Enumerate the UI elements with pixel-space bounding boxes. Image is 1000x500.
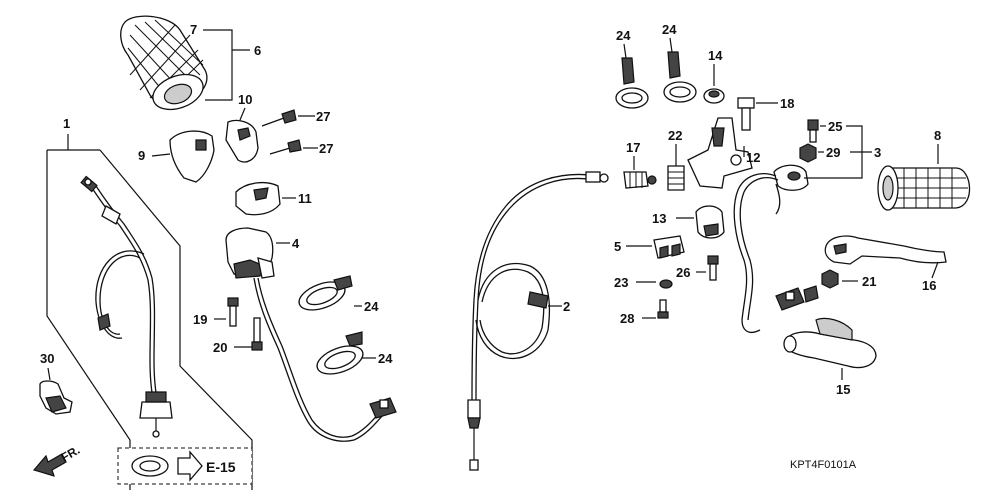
front-direction-arrow: FR. — [32, 443, 82, 477]
band-clamp-24a[interactable] — [295, 275, 353, 315]
callout-30: 30 — [40, 351, 54, 366]
throttle-cable[interactable] — [80, 175, 173, 438]
callout-1: 1 — [63, 116, 70, 131]
callout-9: 9 — [138, 148, 145, 163]
callout-12: 12 — [746, 150, 760, 165]
callout-24d: 24 — [662, 22, 677, 37]
left-handlebar-grip[interactable] — [877, 165, 971, 211]
clutch-switch-5[interactable] — [653, 235, 685, 259]
callout-10: 10 — [238, 92, 252, 107]
callout-27a: 27 — [316, 109, 330, 124]
group-line-1 — [46, 150, 131, 490]
callout-19: 19 — [193, 312, 207, 327]
callout-6: 6 — [254, 43, 261, 58]
clutch-lever-16[interactable] — [824, 235, 947, 265]
cable-clamp-30[interactable] — [39, 380, 73, 415]
callout-25: 25 — [828, 119, 842, 134]
callout-26: 26 — [676, 265, 690, 280]
throttle-housing-upper[interactable] — [225, 119, 259, 163]
callout-4: 4 — [292, 236, 300, 251]
callout-8: 8 — [934, 128, 941, 143]
callout-23: 23 — [614, 275, 628, 290]
locknut-22[interactable] — [667, 165, 685, 191]
callout-24a: 24 — [364, 299, 379, 314]
switch-connector[interactable] — [369, 397, 397, 419]
bolt-20[interactable] — [251, 317, 263, 351]
callout-7: 7 — [190, 22, 197, 37]
callout-13: 13 — [652, 211, 666, 226]
band-clamp-24c[interactable] — [615, 57, 649, 109]
diagram-reference-code: KPT4F0101A — [790, 459, 857, 471]
callout-20: 20 — [213, 340, 227, 355]
callout-24c: 24 — [616, 28, 631, 43]
callout-29: 29 — [826, 145, 840, 160]
callout-18: 18 — [780, 96, 794, 111]
nut-29[interactable] — [799, 143, 817, 163]
nut-21[interactable] — [821, 269, 839, 289]
callout-3: 3 — [874, 145, 881, 160]
band-clamp-24b[interactable] — [313, 331, 366, 379]
callout-bracket-6 — [203, 29, 233, 101]
lever-holder-13[interactable] — [695, 205, 725, 239]
clutch-lever-bracket[interactable] — [687, 117, 753, 189]
callout-22: 22 — [668, 128, 682, 143]
bolt-26[interactable] — [707, 255, 719, 281]
throttle-housing-lower[interactable] — [169, 130, 215, 183]
band-clamp-24d[interactable] — [663, 51, 697, 103]
callout-15: 15 — [836, 382, 850, 397]
throttle-cover[interactable] — [235, 181, 281, 216]
screw-25[interactable] — [807, 119, 819, 143]
callout-5: 5 — [614, 239, 621, 254]
screw-27b[interactable] — [269, 139, 302, 155]
cap-14[interactable] — [703, 88, 725, 104]
callout-14: 14 — [708, 48, 723, 63]
throttle-grip[interactable] — [120, 15, 208, 116]
callout-28: 28 — [620, 311, 634, 326]
nut-23[interactable] — [659, 279, 673, 289]
ref-page-label: E-15 — [206, 459, 236, 475]
callout-11: 11 — [298, 191, 312, 206]
clutch-cable[interactable] — [467, 171, 609, 471]
adjuster-17[interactable] — [623, 171, 657, 189]
switch-connector-3[interactable] — [775, 285, 819, 311]
bolt-19[interactable] — [227, 297, 239, 327]
callout-27b: 27 — [319, 141, 333, 156]
callout-24b: 24 — [378, 351, 393, 366]
callout-21: 21 — [862, 274, 876, 289]
callout-2: 2 — [563, 299, 570, 314]
lever-cover-15[interactable] — [783, 317, 877, 369]
group-line-1b — [99, 149, 253, 490]
screw-27a[interactable] — [261, 109, 297, 127]
pivot-bolt-18[interactable] — [737, 97, 755, 131]
callout-16: 16 — [922, 278, 936, 293]
screw-28[interactable] — [657, 299, 669, 319]
engine-stop-switch[interactable] — [225, 227, 275, 279]
reference-box-e15[interactable]: E-15 — [117, 447, 253, 485]
lighting-switch-3[interactable] — [773, 164, 809, 191]
callout-17: 17 — [626, 140, 640, 155]
